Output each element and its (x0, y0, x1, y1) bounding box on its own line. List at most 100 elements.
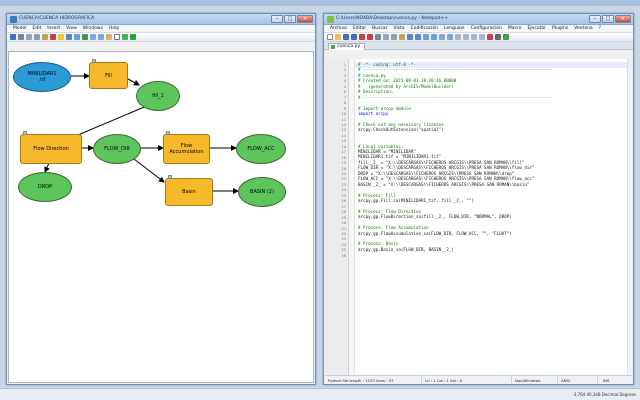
menu-ejecutar[interactable]: Ejecutar (527, 26, 547, 31)
close-all-icon[interactable] (367, 34, 373, 40)
node-flow-dir-output[interactable]: FLOW_DIR (93, 134, 141, 164)
code-line: # Import arcpy module (358, 105, 411, 111)
save-icon[interactable] (10, 34, 16, 40)
new-file-icon[interactable] (327, 34, 333, 40)
run-icon[interactable] (130, 34, 136, 40)
menu-configuracion[interactable]: Configuración (470, 26, 502, 31)
minimize-button[interactable]: – (271, 15, 283, 23)
menu-macro[interactable]: Macro (507, 26, 522, 31)
redo-icon[interactable] (415, 34, 421, 40)
validate-icon[interactable] (122, 34, 128, 40)
status-eol: Dos\Windows (515, 377, 541, 383)
open-file-icon[interactable] (335, 34, 341, 40)
line-number: 17 (341, 149, 346, 155)
delete-icon[interactable] (50, 34, 56, 40)
notepad-title-bar[interactable]: C:\Users\NOXBA\Desktop\cuenca.py - Notep… (324, 14, 633, 25)
full-extent-icon[interactable] (82, 34, 88, 40)
line-number: 30 (341, 220, 346, 226)
menu-vista[interactable]: Vista (393, 26, 405, 31)
vertical-scrollbar[interactable] (627, 59, 632, 375)
menu-insert[interactable]: Insert (47, 26, 61, 31)
zoom-out-icon[interactable] (447, 34, 453, 40)
maximize-button[interactable]: □ (602, 15, 614, 23)
close-file-icon[interactable] (359, 34, 365, 40)
menu-help[interactable]: ? (598, 26, 602, 31)
menu-edit[interactable]: Edit (32, 26, 42, 31)
add-data-icon[interactable] (58, 34, 64, 40)
cut-icon[interactable] (26, 34, 32, 40)
node-flow-accumulation-tool[interactable]: Flow Accumulation (163, 131, 210, 164)
menu-archivo[interactable]: Archivo (330, 26, 347, 31)
node-flow-acc-output[interactable]: FLOW_ACC (236, 134, 286, 164)
copy-icon[interactable] (391, 34, 397, 40)
close-button[interactable]: × (297, 15, 313, 23)
find-icon[interactable] (423, 34, 429, 40)
indent-guide-icon[interactable] (479, 34, 485, 40)
line-number: 12 (341, 121, 346, 127)
model-canvas[interactable]: MINILIDAR1 .tif Fill fill_1 Flow Directi… (8, 51, 314, 383)
pan-icon[interactable] (106, 34, 112, 40)
node-drop-output[interactable]: DROP (18, 172, 72, 202)
model-builder-window: CUENCA\CUENCA HIDROGRAFICA – □ × Model E… (6, 13, 316, 385)
save-all-icon[interactable] (351, 34, 357, 40)
cut-icon[interactable] (383, 34, 389, 40)
show-all-chars-icon[interactable] (471, 34, 477, 40)
copy-icon[interactable] (34, 34, 40, 40)
print-icon[interactable] (18, 34, 24, 40)
menu-lenguaje[interactable]: Lenguaje (444, 26, 465, 31)
node-flow-direction-tool[interactable]: Flow Direction (20, 131, 82, 164)
select-icon[interactable] (114, 34, 120, 40)
sync-scroll-icon[interactable] (455, 34, 461, 40)
add-connection-icon[interactable] (66, 34, 72, 40)
notepad-status-bar: Python file length : 1153 lines : 37 Ln … (325, 375, 632, 383)
connector-fill-output (127, 78, 140, 86)
stop-macro-icon[interactable] (495, 34, 501, 40)
undo-icon[interactable] (407, 34, 413, 40)
menu-buscar[interactable]: Buscar (372, 26, 388, 31)
node-fill-output[interactable]: fill_1 (136, 81, 180, 111)
zoom-out-icon[interactable] (98, 34, 104, 40)
code-line: import arcpy (358, 110, 389, 116)
menu-model[interactable]: Model (13, 26, 27, 31)
play-macro-icon[interactable] (503, 34, 509, 40)
record-macro-icon[interactable] (487, 34, 493, 40)
zoom-in-icon[interactable] (90, 34, 96, 40)
node-minilidar-input[interactable]: MINILIDAR1 .tif (13, 62, 71, 92)
node-basin-tool[interactable]: Basin (165, 175, 213, 206)
model-menu-bar: Model Edit Insert View Windows Help (7, 25, 315, 33)
menu-ventana[interactable]: Ventana (574, 26, 593, 31)
maximize-button[interactable]: □ (284, 15, 296, 23)
node-basin-output[interactable]: BASIN (2) (238, 177, 286, 207)
paste-icon[interactable] (399, 34, 405, 40)
tab-cuenca-py[interactable]: cuenca.py (328, 43, 366, 50)
menu-windows[interactable]: Windows (82, 26, 103, 31)
line-number: 9 (343, 105, 346, 111)
line-number: 24 (341, 187, 346, 193)
code-line: DROP = "X:\\DESCARGAS\\FICHEROS ARCGIS\\… (358, 170, 515, 176)
model-window-title: CUENCA\CUENCA HIDROGRAFICA (19, 16, 95, 21)
print-icon[interactable] (375, 34, 381, 40)
line-number: 31 (341, 225, 346, 231)
word-wrap-icon[interactable] (463, 34, 469, 40)
close-button[interactable]: × (615, 15, 631, 23)
zoom-in-icon[interactable] (439, 34, 445, 40)
code-line: BASIN__2_ = "X:\\DESCARGAS\\FICHEROS ARC… (358, 181, 530, 187)
menu-plugins[interactable]: Plugins (552, 26, 569, 31)
menu-view[interactable]: View (66, 26, 77, 31)
replace-icon[interactable] (431, 34, 437, 40)
paste-icon[interactable] (42, 34, 48, 40)
menu-help[interactable]: Help (108, 26, 120, 31)
menu-codificacion[interactable]: Codificación (410, 26, 439, 31)
menu-editar[interactable]: Editar (352, 26, 367, 31)
model-title-bar[interactable]: CUENCA\CUENCA HIDROGRAFICA – □ × (7, 14, 315, 25)
status-file-info: Python file length : 1153 lines : 37 (328, 377, 394, 383)
minimize-button[interactable]: – (589, 15, 601, 23)
notepad-toolbar (324, 33, 633, 42)
auto-layout-icon[interactable] (74, 34, 80, 40)
save-icon[interactable] (343, 34, 349, 40)
code-line: # (generated by ArcGIS/ModelBuilder) (358, 83, 454, 89)
line-number: 7 (343, 94, 346, 100)
tool-hammer-icon (166, 131, 170, 135)
node-fill-tool[interactable]: Fill (89, 59, 128, 89)
